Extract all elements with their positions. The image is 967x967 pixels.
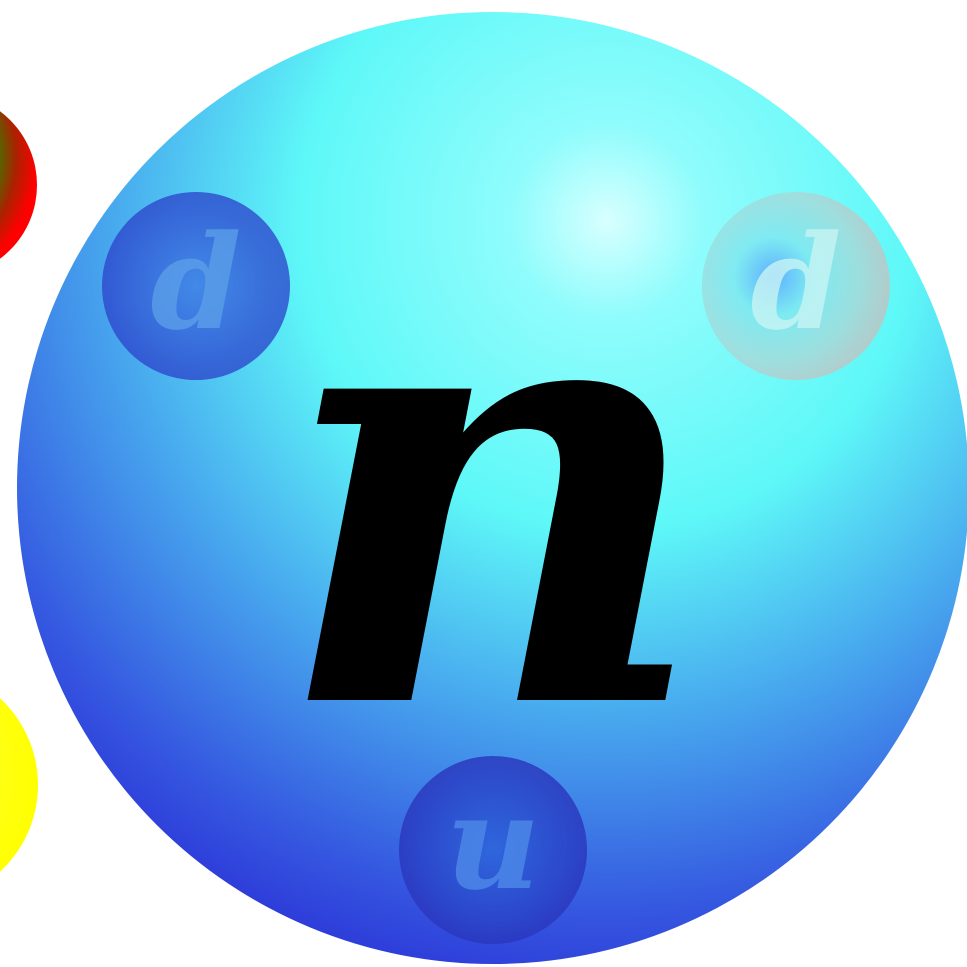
partial-sphere-yellow <box>0 698 38 872</box>
quark-u-bottom: u <box>399 756 587 944</box>
partial-sphere-rgb <box>0 111 37 259</box>
quark-u-bottom-sphere <box>399 756 587 944</box>
quark-d-left: d <box>102 192 290 380</box>
particle-symbol: n <box>274 137 710 842</box>
quark-d-left-sphere <box>102 192 290 380</box>
quark-d-left-label: d <box>151 206 242 359</box>
quark-d-right-sphere <box>702 192 890 380</box>
quark-u-bottom-label: u <box>446 766 541 919</box>
quark-d-right-label: d <box>751 206 842 359</box>
quark-d-right: d <box>702 192 890 380</box>
